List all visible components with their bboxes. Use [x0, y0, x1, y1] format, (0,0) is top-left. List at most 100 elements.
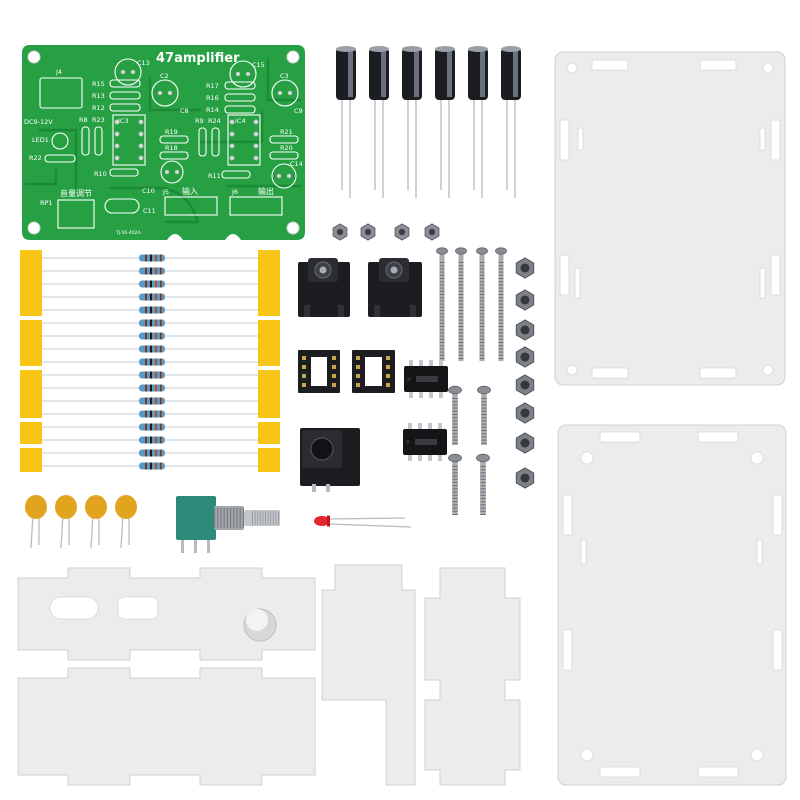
resistor-footprint	[224, 81, 256, 90]
chip-pin	[408, 454, 412, 461]
nut-hole	[520, 352, 530, 362]
led-body	[314, 516, 330, 526]
resistor	[42, 254, 258, 262]
mounting-hole	[27, 50, 41, 64]
resistor-band	[145, 423, 147, 431]
socket-contact	[356, 365, 360, 369]
label-r18: R18	[165, 144, 178, 152]
label-c3: C3	[280, 72, 289, 80]
resistor-band	[160, 384, 162, 392]
pcb-pad	[229, 155, 235, 161]
resistor-footprint	[109, 79, 141, 88]
potentiometer-cutout-inner	[246, 609, 268, 631]
resistor-band	[150, 319, 152, 327]
capacitor-stripe	[480, 51, 485, 97]
short-screw	[448, 453, 462, 515]
chip-pin	[439, 391, 443, 398]
socket-contact	[386, 374, 390, 378]
potentiometer	[176, 496, 280, 553]
electrolytic-capacitors	[336, 46, 521, 198]
socket-opening	[311, 357, 327, 386]
resistor-footprint	[159, 135, 189, 144]
resistor-footprint	[224, 93, 256, 102]
capacitor-top	[468, 46, 488, 52]
nut-hole	[520, 263, 530, 273]
pcb-pad	[174, 169, 180, 175]
resistor-band	[160, 449, 162, 457]
pcb-silkscreen: 47amplifier C13 C15 J4 C2 C3 R15 R13 R12…	[24, 51, 303, 236]
panel-slot	[699, 59, 737, 71]
red-led	[314, 515, 412, 528]
pcb-pad	[114, 155, 120, 161]
tape-right	[258, 422, 280, 444]
resistor-band	[155, 267, 157, 275]
resistor-footprint	[109, 168, 139, 177]
output-jack-footprint	[229, 196, 283, 216]
chip-pin	[409, 360, 413, 367]
panel-slot	[577, 127, 584, 151]
screw-head	[476, 453, 490, 463]
panel-slot	[772, 629, 783, 671]
pcb-pad	[253, 155, 259, 161]
resistor-band	[160, 410, 162, 418]
jack-pin	[304, 305, 310, 317]
resistor-band	[160, 293, 162, 301]
capacitor-body	[85, 495, 107, 519]
resistor-band	[150, 410, 152, 418]
jack-cutout	[117, 596, 159, 620]
hex-nut	[515, 257, 535, 279]
potentiometer-footprint	[57, 199, 95, 229]
pcb-pad	[114, 143, 120, 149]
socket-contact	[332, 383, 336, 387]
label-c2: C2	[160, 72, 169, 80]
pcb-pad	[130, 69, 136, 75]
resistor-band	[145, 462, 147, 470]
panel-slot	[580, 539, 587, 565]
resistor-band	[155, 371, 157, 379]
pcb-pad	[138, 131, 144, 137]
jack-socket-hole	[390, 266, 398, 274]
pot-bushing	[214, 506, 244, 530]
socket-contact	[302, 374, 306, 378]
chip-pin	[438, 423, 442, 430]
pcb-pad	[138, 143, 144, 149]
pcb-pad	[229, 131, 235, 137]
label-c14: C14	[290, 160, 303, 168]
chip-pin	[429, 360, 433, 367]
capacitor-footprint	[229, 60, 257, 88]
power-jack-footprint	[39, 77, 83, 109]
pcb-pad	[138, 119, 144, 125]
capacitor-body	[55, 495, 77, 519]
label-r23: R23	[92, 116, 105, 124]
panel-slot	[559, 119, 570, 161]
pcb-pad	[167, 90, 173, 96]
label-r13: R13	[92, 92, 105, 100]
nut-hole	[520, 295, 530, 305]
mounting-hole	[286, 50, 300, 64]
resistor	[42, 397, 258, 405]
hex-nut	[515, 374, 535, 396]
capacitor-stripe	[381, 51, 386, 97]
resistor-band	[145, 449, 147, 457]
led-footprint	[51, 132, 69, 150]
chip-notch	[407, 377, 411, 381]
panel-slot	[697, 766, 739, 778]
label-output: 输出	[258, 186, 274, 196]
resistor-band	[155, 384, 157, 392]
label-r10: R10	[94, 170, 107, 178]
resistor-footprint	[94, 126, 103, 156]
small-nut	[394, 223, 410, 241]
tape-left	[20, 320, 42, 366]
chip-notch	[406, 440, 410, 444]
label-r22: R22	[29, 154, 42, 162]
dc-jack-socket	[310, 437, 334, 461]
nut-hole	[428, 228, 436, 236]
chip-pin	[429, 391, 433, 398]
capacitor-footprint	[160, 160, 184, 184]
screw-shaft	[452, 392, 458, 445]
electrolytic-capacitor	[336, 46, 356, 198]
small-nuts	[332, 223, 440, 241]
pcb-pad	[286, 173, 292, 179]
long-screws	[436, 247, 507, 361]
